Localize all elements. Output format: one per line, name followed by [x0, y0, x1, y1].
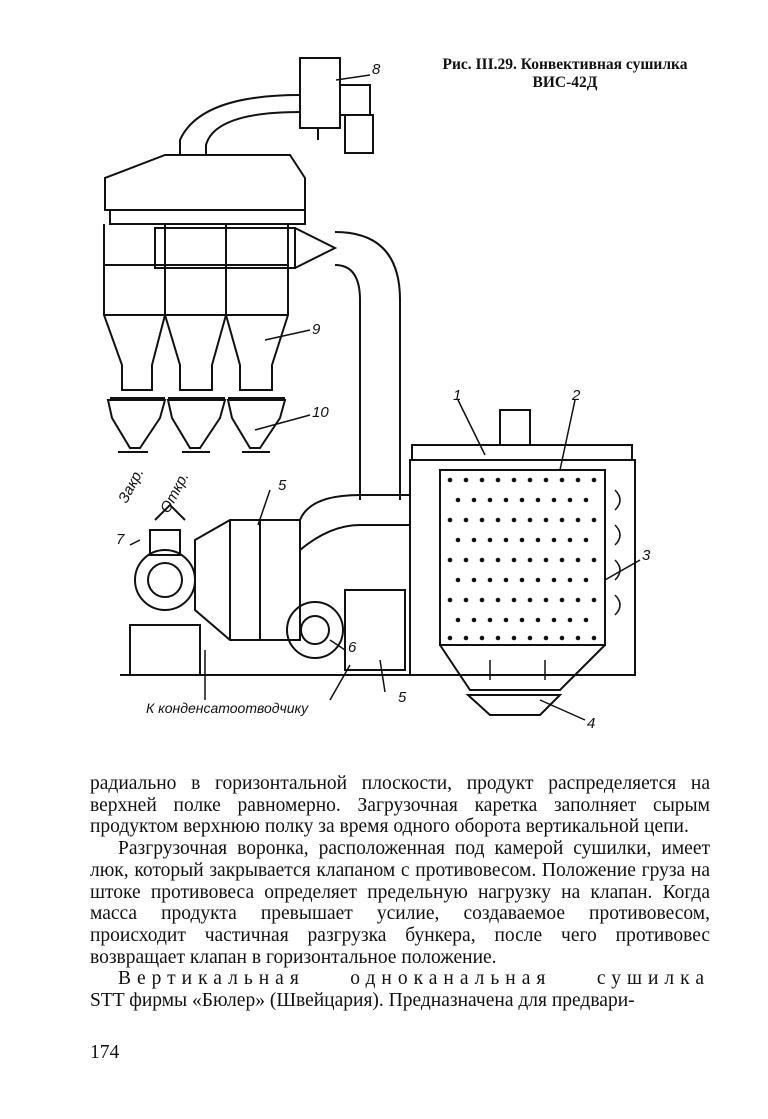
fan-motor	[339, 84, 371, 116]
spaced-word-2: одноканальная	[350, 968, 552, 990]
fan-7	[134, 549, 196, 611]
label-6: 6	[348, 639, 357, 656]
caption-model: ВИС-42Д	[532, 74, 598, 91]
spaced-word-3: сушилка	[596, 968, 710, 990]
paragraph-1: радиально в горизонтальной плоскости, пр…	[90, 773, 710, 838]
unloading-hopper	[439, 644, 606, 691]
label-2: 2	[572, 387, 581, 404]
spaced-heading: Вертикальная одноканальная сушилка	[90, 968, 710, 990]
label-4: 4	[587, 715, 596, 732]
figure-caption: Рис. III.29. Конвективная сушилка ВИС-42…	[430, 56, 700, 92]
cyclone-bank	[103, 224, 289, 453]
label-5-lower: 5	[398, 689, 407, 706]
label-3: 3	[642, 547, 651, 564]
paragraph-2: Разгрузочная воронка, расположенная под …	[90, 838, 710, 968]
shelf-stack	[439, 469, 606, 646]
cyclone-hood	[104, 154, 306, 211]
shelf-perforation	[447, 477, 597, 641]
drying-chamber	[409, 459, 636, 676]
label-7: 7	[116, 531, 125, 548]
label-5-upper: 5	[278, 477, 287, 494]
label-condensate: К конденсатоотводчику	[146, 700, 309, 716]
body-text: радиально в горизонтальной плоскости, пр…	[90, 773, 710, 1012]
label-10: 10	[312, 404, 329, 421]
drying-plant-figure: Рис. III.29. Конвективная сушилка ВИС-42…	[103, 56, 700, 732]
caption-title: Рис. III.29. Конвективная сушилка	[442, 56, 688, 73]
page-number: 174	[90, 1042, 120, 1063]
heater-5	[194, 519, 301, 641]
label-1: 1	[453, 387, 462, 404]
collector-duct	[154, 227, 296, 269]
fan-housing	[299, 57, 341, 129]
label-9: 9	[312, 321, 321, 338]
return-duct	[334, 231, 401, 500]
label-8: 8	[372, 61, 381, 78]
paragraph-3: STT фирмы «Бюлер» (Швейцария). Предназна…	[90, 990, 635, 1012]
fan-6	[286, 601, 344, 659]
technical-drawing	[103, 57, 641, 721]
spaced-word-1: Вертикальная	[118, 968, 305, 990]
